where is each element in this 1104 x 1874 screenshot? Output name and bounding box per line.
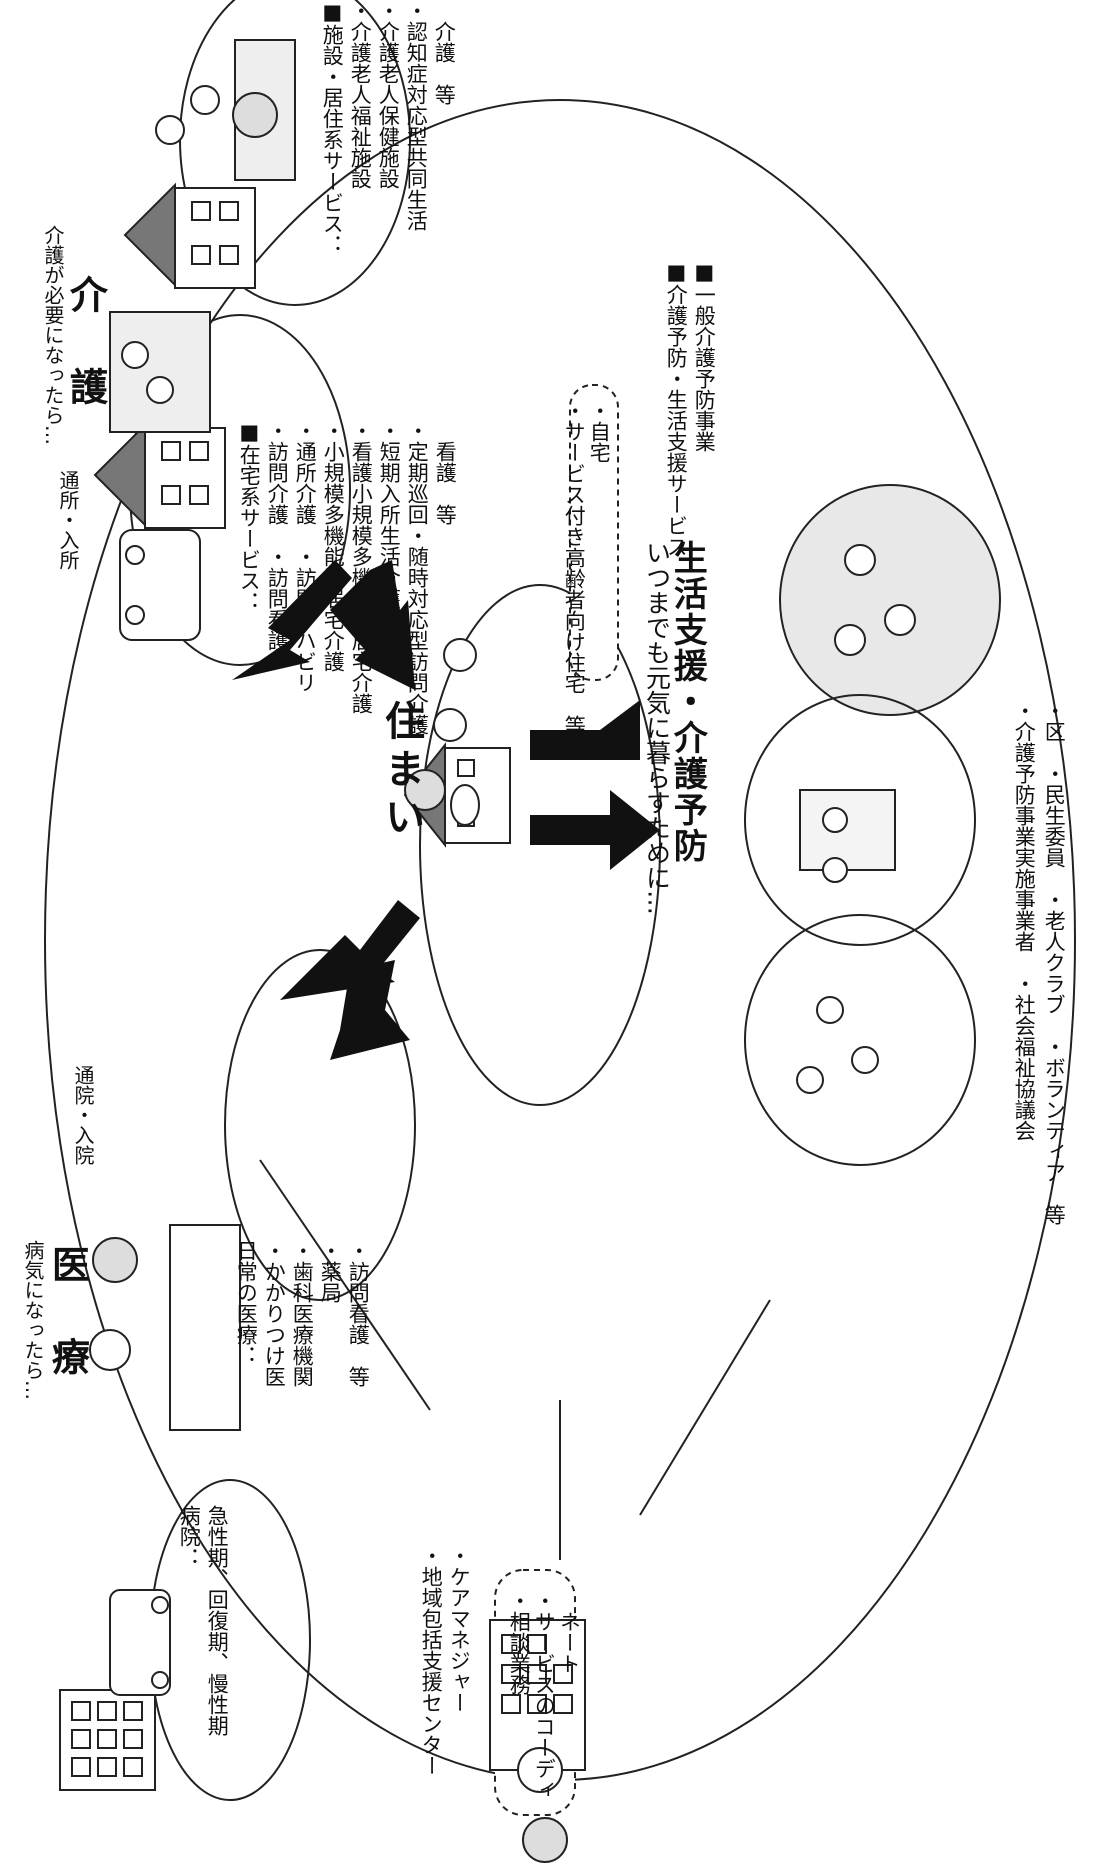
home-bubble	[569, 384, 619, 681]
facility-service-item-1: ・介護老人福祉施設	[348, 0, 373, 189]
support-activity-people-icon	[796, 544, 916, 1094]
center-support-item-2: ・ケアマネジャー	[447, 1545, 472, 1713]
arrow-to-support	[530, 790, 660, 870]
house-care-facility-icon	[123, 182, 256, 289]
daily-medical-item-2: ・歯科医療機関	[290, 1240, 315, 1387]
facility-service-title: ■施設・居住系サービス：	[320, 0, 345, 255]
hospital-title: 病院：	[177, 1505, 202, 1568]
daily-medical-title: 日常の医療：	[234, 1240, 259, 1366]
daily-medical-item-3: ・薬局	[318, 1240, 343, 1303]
hospital-building-icon	[59, 1689, 156, 1791]
home-item-1: ・自宅	[587, 400, 612, 463]
home-service-item-5: ・短期入所生活介護	[377, 420, 402, 609]
home-service-item-1: ・訪問介護 ・訪問看護	[265, 420, 290, 651]
home-service-item-3: ・小規模多機能型居宅介護	[321, 420, 346, 672]
facility-service-item-2: ・介護老人保健施設	[376, 0, 401, 189]
facility-service-item-3: ・認知症対応型共同生活	[404, 0, 429, 231]
support-footer-2: ・区 ・民生委員 ・老人クラブ ・ボランティア 等	[1042, 700, 1067, 1225]
support-ellipse-1	[779, 484, 1001, 716]
care-van-icon	[119, 529, 201, 641]
support-item-1: ■介護予防・生活支援サービス	[664, 260, 689, 557]
home-service-item-7: 看護 等	[433, 420, 458, 525]
care-home-scene-icon	[109, 311, 211, 433]
support-ellipse-2	[744, 694, 976, 946]
support-ellipse-3	[744, 914, 976, 1166]
daily-medical-ellipse	[224, 949, 416, 1301]
home-ellipse	[419, 584, 661, 1106]
house-care-home-icon	[93, 422, 226, 529]
center-bubble-item-3: ネート	[557, 1590, 582, 1674]
medical-title: 医 療	[45, 1245, 90, 1383]
home-service-item-2: ・通所介護 ・訪問リハビリ	[293, 420, 318, 693]
daily-medical-item-1: ・かかりつけ医	[262, 1240, 287, 1387]
hospital-desc: 急性期、回復期、慢性期	[205, 1505, 230, 1736]
medical-visit: 通院・入院	[71, 1065, 95, 1165]
support-center-building-icon	[489, 1619, 586, 1771]
support-item-2: ■一般介護予防事業	[692, 260, 717, 452]
daily-medical-item-4: ・訪問看護 等	[346, 1240, 371, 1387]
elderly-couple-icon	[404, 638, 480, 826]
medical-caption: 病気になったら…	[21, 1240, 45, 1400]
center-label: 住まい	[378, 700, 424, 844]
support-caption: いつまでも元気に暮らすために…	[642, 540, 672, 915]
doctor-patient-icon	[89, 1224, 241, 1431]
arrow-from-medical	[330, 960, 410, 1060]
care-facility-people-icon	[155, 39, 296, 181]
center-bubble-item-1: ・相談業務	[507, 1590, 532, 1695]
center-support-item-1: ・地域包括支援センター	[419, 1545, 444, 1776]
center-bubble-item-2: ・サービスのコーディ	[532, 1590, 557, 1800]
support-footer-1: ・介護予防事業実施事業者 ・社会福祉協議会	[1012, 700, 1037, 1141]
arrow-to-care	[232, 560, 352, 680]
arrow-from-care	[330, 560, 415, 690]
care-title: 介 護	[63, 275, 108, 413]
home-service-item-4: ・看護小規模多機能型居宅介護	[349, 420, 374, 714]
arrow-from-support	[530, 700, 640, 790]
care-caption: 介護が必要になったら…	[41, 225, 65, 445]
home-item-2: ・サービス付き高齢者向け住宅 等	[562, 400, 587, 736]
facility-service-item-4: 介護 等	[432, 0, 457, 105]
care-visit: 通所・入所	[56, 470, 80, 570]
ambulance-icon	[109, 1589, 171, 1696]
support-title: 生活支援・介護予防	[667, 540, 708, 864]
care-manager-people-icon	[517, 1747, 568, 1863]
home-service-item-6: ・定期巡回・随時対応型訪問介護	[405, 420, 430, 735]
home-service-title: ■在宅系サービス：	[237, 420, 262, 612]
